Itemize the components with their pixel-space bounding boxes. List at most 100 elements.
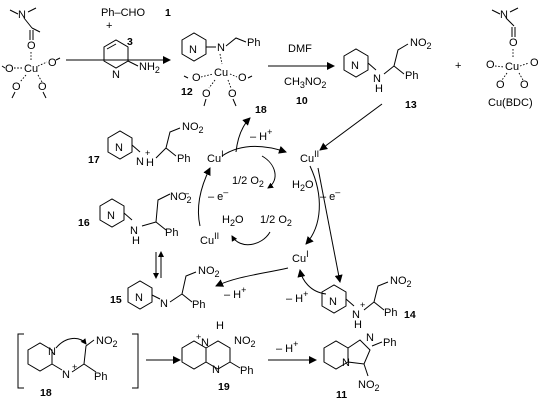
atom-o: O xyxy=(5,63,14,75)
n-plus: + xyxy=(196,332,201,342)
svg-text:NH2: NH2 xyxy=(139,61,160,75)
nitro-group: NO xyxy=(410,37,427,49)
atom-o: O xyxy=(486,59,495,71)
atom-n: N xyxy=(160,298,168,310)
compound-14: N N + H Ph NO2 14 xyxy=(321,275,416,331)
atom-n: N xyxy=(351,60,359,72)
svg-text:CH3NO2: CH3NO2 xyxy=(284,76,326,90)
atom-o: O xyxy=(12,81,21,93)
atom-o: O xyxy=(509,37,518,49)
water-lower-o: O xyxy=(235,214,244,226)
compound-13: N N H Ph NO2 13 xyxy=(343,37,432,111)
svg-text:NO2: NO2 xyxy=(182,121,204,135)
nitro-sub: 2 xyxy=(407,279,412,289)
atom-n: N xyxy=(112,69,120,81)
compound-17-label: 17 xyxy=(88,154,100,166)
n-radical-cation: + xyxy=(360,300,365,310)
nitro-sub: 2 xyxy=(251,339,256,349)
nitromethane-no-sub: 2 xyxy=(321,80,326,90)
svg-text:– H+: – H+ xyxy=(276,339,298,355)
phenyl: Ph xyxy=(94,371,107,383)
atom-n: N xyxy=(217,42,225,54)
atom-h: H xyxy=(132,235,140,247)
phenyl: Ph xyxy=(384,307,397,319)
minus-h-15: – H xyxy=(224,289,241,301)
atom-cu: Cu xyxy=(505,61,519,73)
nitro-group: NO xyxy=(182,121,199,133)
atom-o: O xyxy=(520,79,529,91)
cu-i-lower: Cu xyxy=(292,253,306,265)
benzaldehyde: Ph–CHO xyxy=(101,7,145,19)
atom-n: N xyxy=(135,292,143,304)
pyridine-ring xyxy=(321,284,347,314)
compound-15-label: 15 xyxy=(110,294,122,306)
compound-16: N N H Ph NO2 – 16 xyxy=(78,188,192,247)
compound-15: N N Ph NO2 15 xyxy=(110,265,220,311)
arrow-to-15 xyxy=(215,267,289,287)
svg-text:H2O: H2O xyxy=(222,214,244,228)
atom-n: N xyxy=(62,369,70,381)
nh2-sub: 2 xyxy=(155,65,160,75)
cu-i-label: Cu xyxy=(207,153,221,165)
cu-ii-sup: II xyxy=(314,149,319,159)
cu-i-sup: I xyxy=(221,149,224,159)
nitro-group: NO xyxy=(358,379,375,391)
n-plus: + xyxy=(72,362,77,372)
water-sub: 2 xyxy=(300,183,305,193)
svg-text:H2O: H2O xyxy=(292,179,314,193)
arrow-h2o-formation xyxy=(261,155,276,189)
atom-n: N xyxy=(212,364,220,376)
reagents: Ph–CHO 1 + 3 N NH2 xyxy=(101,7,171,81)
phenyl: Ph xyxy=(165,227,178,239)
nitro-sub: 2 xyxy=(113,339,118,349)
nitro-sub: 2 xyxy=(375,383,380,393)
nitromethane-ch: CH xyxy=(284,76,300,88)
phenyl: Ph xyxy=(192,299,205,311)
arrow-to-14 xyxy=(317,167,343,283)
minus-h-final: – H xyxy=(276,343,293,355)
atom-o: O xyxy=(530,57,539,69)
svg-text:NO2: NO2 xyxy=(234,335,256,349)
minus-h-14: – H xyxy=(286,293,303,305)
atom-n: N xyxy=(48,346,56,358)
cu-ii-lower-sup: II xyxy=(214,231,219,241)
atom-o: O xyxy=(238,72,247,84)
half-o2-lower: 1/2 O xyxy=(260,214,287,226)
n-plus: + xyxy=(145,148,150,158)
plus-sign: + xyxy=(106,20,112,32)
cu-bdc-catalyst-right: N O Cu O O O O Cu(BDC) xyxy=(486,7,539,109)
e-sup-left: – xyxy=(223,187,228,197)
plus-sign-right: + xyxy=(455,60,461,72)
nitro-group: NO xyxy=(234,335,251,347)
catalytic-cycle: – H+ 18 CuI CuII 1/2 O2 H2O – e– – e– Cu… xyxy=(197,103,383,305)
e-sup-right: – xyxy=(335,187,340,197)
atom-n: N xyxy=(201,337,209,349)
cu-i-lower-sup: I xyxy=(306,249,309,259)
svg-text:CuI: CuI xyxy=(292,249,309,265)
nitro-group: NO xyxy=(96,335,113,347)
phenyl: Ph xyxy=(383,337,396,349)
nitro-sub: 2 xyxy=(187,195,192,205)
imidazole-ring xyxy=(347,339,371,365)
compound-3: 3 xyxy=(127,36,133,48)
phenyl: Ph xyxy=(405,70,418,82)
water-h: H xyxy=(292,179,300,191)
atom-n: N xyxy=(130,225,138,237)
svg-text:– e–: – e– xyxy=(208,187,228,203)
svg-text:CuI: CuI xyxy=(207,149,224,165)
atom-n: N xyxy=(136,156,144,168)
compound-19: N + N Ph NO2 H 19 xyxy=(181,320,256,393)
arrow-13-to-cycle xyxy=(319,103,383,151)
svg-text:NO2: NO2 xyxy=(96,335,118,349)
nitromethane-no: NO xyxy=(305,76,322,88)
nh2-label: NH xyxy=(139,61,155,73)
svg-text:1/2 O2: 1/2 O2 xyxy=(260,214,292,228)
svg-text:NO2: NO2 xyxy=(358,379,380,393)
atom-cu: Cu xyxy=(24,63,38,75)
svg-text:– H+: – H+ xyxy=(286,289,308,305)
atom-n: N xyxy=(18,9,26,21)
atom-o: O xyxy=(496,79,505,91)
water-lower-h: H xyxy=(222,214,230,226)
cu-bdc-catalyst-left: N O Cu O O O O xyxy=(1,7,61,99)
arrow-left-ascent xyxy=(197,167,211,227)
